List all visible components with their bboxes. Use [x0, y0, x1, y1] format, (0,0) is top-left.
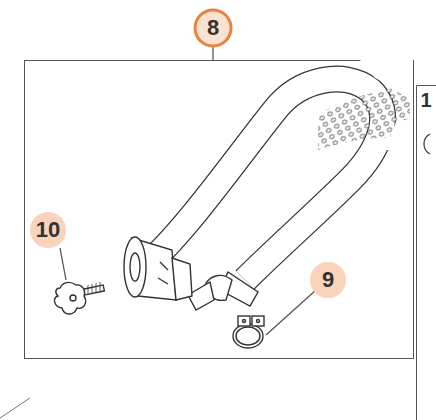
hose	[150, 79, 410, 280]
leader-line	[266, 290, 316, 335]
hose-connector	[124, 237, 192, 300]
callout-number: 10	[36, 219, 60, 241]
callout-circle	[195, 10, 231, 46]
leader-line	[60, 248, 66, 280]
callout-number: 9	[322, 269, 334, 291]
callout-circle	[30, 212, 66, 248]
panel-edge	[0, 398, 30, 418]
leader-line	[212, 47, 213, 60]
hose-clamp	[233, 316, 264, 348]
callout-circle	[310, 262, 346, 298]
star-knob-screw	[55, 282, 105, 314]
kit-frame	[25, 61, 414, 359]
callout-number: 8	[207, 17, 219, 39]
callout-number: 1	[420, 90, 431, 110]
partial-part	[424, 134, 430, 154]
hose-fitting	[188, 272, 258, 310]
panel-frame	[417, 86, 436, 420]
